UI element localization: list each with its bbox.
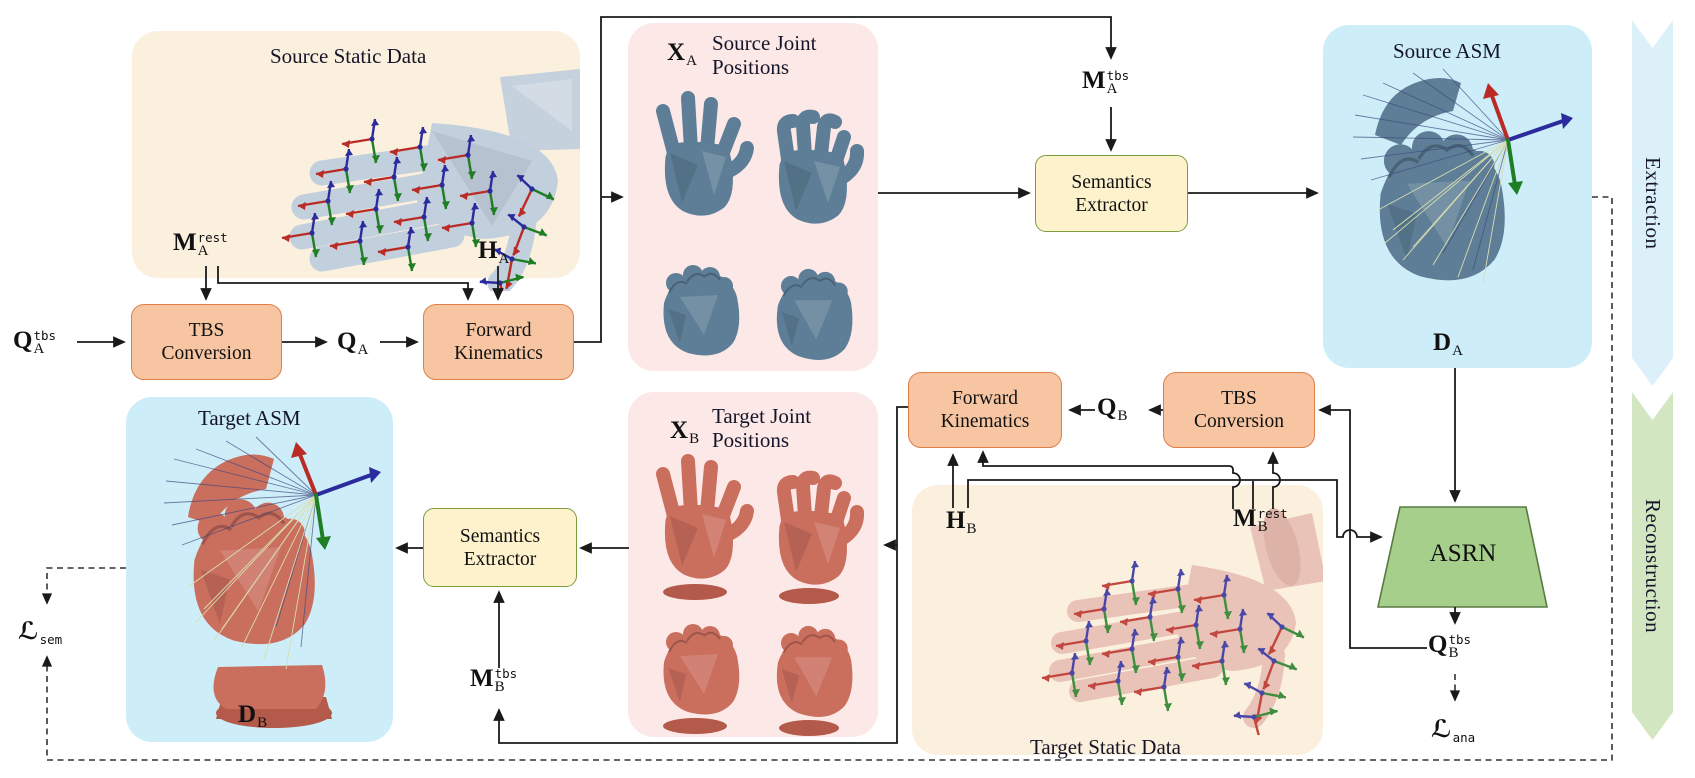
tbs-conversion-box-source: TBS Conversion (131, 304, 282, 380)
label-loss-sem: ℒ sem (18, 617, 63, 647)
tbs-b-label-line1: TBS (1221, 388, 1257, 409)
tbs-b-label-line2: Conversion (1194, 411, 1284, 432)
forward-kinematics-box-source: Forward Kinematics (423, 304, 574, 380)
semantics-extractor-b-line1: Semantics (459, 525, 541, 547)
tbs-conversion-label-line2: Conversion (161, 343, 252, 364)
fk-label-line1: Forward (465, 320, 532, 341)
label-db: D B (238, 701, 268, 731)
target-static-data-title: Target Static Data (1030, 735, 1181, 759)
label-qa: Q A (337, 328, 369, 358)
fk-b-label-line1: Forward (951, 388, 1019, 409)
label-xa: X A (667, 39, 697, 69)
fk-b-label-line2: Kinematics (940, 411, 1030, 432)
semantics-extractor-box-source: Semantics Extractor (1035, 155, 1188, 232)
target-joint-positions-title: Target Joint Positions (712, 404, 811, 452)
reconstruction-ribbon-label: Reconstruction (1641, 498, 1665, 634)
asrn-label: ASRN (1429, 540, 1497, 567)
label-ha: H A (478, 237, 510, 267)
reconstruction-ribbon: Reconstruction (1632, 392, 1673, 740)
source-static-data-title: Source Static Data (270, 44, 427, 68)
target-joint-title-line2: Positions (712, 428, 790, 452)
source-joint-positions-title: Source Joint Positions (712, 31, 816, 79)
label-loss-ana: ℒ ana (1431, 715, 1476, 745)
target-joint-title-line1: Target Joint (712, 404, 812, 428)
label-xb: X B (670, 417, 700, 447)
semantics-extractor-b-line2: Extractor (463, 548, 537, 570)
label-qb: Q B (1097, 394, 1128, 424)
target-asm-title: Target ASM (198, 406, 301, 430)
source-asm-hand-illustration (1352, 68, 1573, 368)
asm-frame-triad (1483, 83, 1573, 195)
semantics-extractor-box-target: Semantics Extractor (423, 508, 577, 587)
semantics-extractor-line1: Semantics (1071, 171, 1152, 193)
wire-dashed-targetasm-to-lsem (41, 567, 126, 605)
forward-kinematics-box-target: Forward Kinematics (908, 372, 1062, 448)
label-da: D A (1433, 329, 1463, 359)
extraction-ribbon: Extraction (1632, 20, 1673, 386)
label-hb: H B (946, 507, 977, 537)
source-joint-title-line2: Positions (712, 55, 790, 79)
extraction-ribbon-label: Extraction (1641, 156, 1665, 250)
fk-label-line2: Kinematics (454, 343, 543, 364)
source-joint-title-line1: Source Joint (712, 31, 817, 55)
tbs-conversion-label-line1: TBS (188, 320, 225, 341)
tbs-conversion-box-target: TBS Conversion (1163, 372, 1315, 448)
target-asm-hand-illustration (163, 436, 381, 728)
semantics-extractor-line2: Extractor (1075, 194, 1148, 216)
source-asm-title: Source ASM (1393, 39, 1501, 63)
